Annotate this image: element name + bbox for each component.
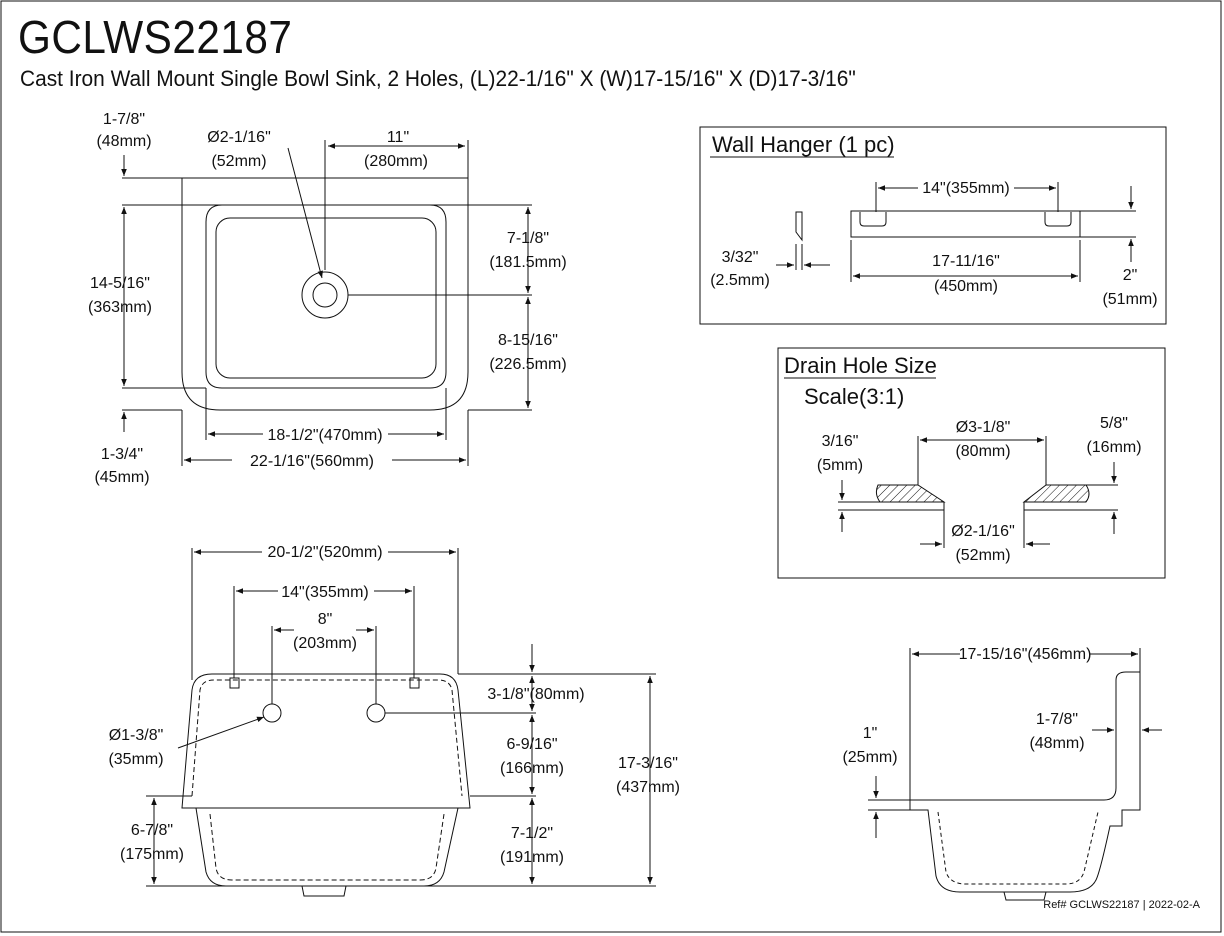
drain-section-right: [1022, 484, 1090, 503]
hanger-slot-right: [1044, 212, 1072, 227]
dim-label: (226.5mm): [489, 356, 566, 373]
front-view: [146, 548, 656, 897]
dim-label: (25mm): [842, 749, 897, 766]
dim-label: (175mm): [120, 846, 184, 863]
dim-label: 17-3/16": [618, 755, 678, 772]
dim-label: (166mm): [500, 760, 564, 777]
drain-hole-frame: [777, 347, 1166, 579]
dim-label: Ø2-1/16": [207, 129, 271, 146]
reference-number: Ref# GCLWS22187 | 2022-02-A: [1043, 899, 1200, 911]
hanger-bar: [850, 210, 1081, 238]
dim-label: (52mm): [211, 153, 266, 170]
dim-label: 7-1/8": [507, 230, 549, 247]
wall-hanger-frame: [699, 126, 1167, 325]
dim-label: (52mm): [955, 547, 1010, 564]
front-body: [181, 673, 471, 809]
dim-label: (437mm): [616, 779, 680, 796]
dim-label: 14"(355mm): [922, 180, 1009, 197]
leader-hole-dia: [177, 716, 265, 749]
drain-hole-panel: [777, 347, 1166, 579]
dim-label: 8-15/16": [498, 332, 558, 349]
dim-label: 3/16": [822, 433, 859, 450]
dim-label: 17-11/16": [932, 253, 1000, 270]
dim-label: 1-3/4": [101, 446, 143, 463]
dim-label: 14-5/16": [90, 275, 150, 292]
dim-label: (280mm): [364, 153, 428, 170]
drain-hole-title: Drain Hole Size: [784, 353, 937, 378]
dim-label: 5/8": [1100, 415, 1128, 432]
drain-inner: [312, 282, 338, 308]
dim-label: 6-7/8": [131, 822, 173, 839]
dim-label: 11": [387, 129, 409, 146]
product-description: Cast Iron Wall Mount Single Bowl Sink, 2…: [20, 66, 856, 91]
dim-label: 6-9/16": [506, 736, 557, 753]
dim-label: (203mm): [293, 635, 357, 652]
drain-outer: [301, 271, 349, 319]
drain-section-left: [875, 484, 946, 503]
front-hole-right: [366, 703, 386, 723]
dim-label: (363mm): [88, 299, 152, 316]
dim-label: (191mm): [500, 849, 564, 866]
top-view: [121, 140, 532, 466]
dim-label: (48mm): [96, 133, 151, 150]
dim-label: 14"(355mm): [281, 584, 368, 601]
dim-label: (181.5mm): [489, 254, 566, 271]
wall-hanger-title: Wall Hanger (1 pc): [712, 132, 895, 157]
front-bowl: [195, 807, 459, 887]
dim-label: (45mm): [94, 469, 149, 486]
dim-label: 1": [863, 725, 878, 742]
drain-hole-scale: Scale(3:1): [804, 384, 904, 409]
sink-outline: [181, 177, 469, 411]
dim-label: 20-1/2"(520mm): [267, 544, 382, 561]
dim-label: (2.5mm): [710, 272, 770, 289]
dim-label: (35mm): [108, 751, 163, 768]
dim-label: Ø2-1/16": [951, 523, 1015, 540]
dim-label: 3/32": [722, 249, 759, 266]
dim-label: Ø3-1/8": [956, 419, 1011, 436]
side-view: [868, 648, 1162, 901]
dim-label: (16mm): [1086, 439, 1141, 456]
dim-label: (51mm): [1102, 291, 1157, 308]
dim-label: 22-1/16"(560mm): [250, 453, 374, 470]
leader-hole-dia: [287, 147, 323, 279]
front-drain: [301, 885, 347, 897]
hanger-slot-left: [859, 212, 887, 227]
dim-label: 7-1/2": [511, 825, 553, 842]
dim-label: 1-7/8": [1036, 711, 1078, 728]
side-body: [909, 671, 1141, 893]
dim-label: Ø1-3/8": [109, 727, 164, 744]
dim-label: (48mm): [1029, 735, 1084, 752]
dim-label: 18-1/2"(470mm): [267, 427, 382, 444]
dim-label: 8": [318, 611, 333, 628]
dim-label: 2": [1123, 267, 1138, 284]
front-hidden-edge: [191, 679, 463, 797]
side-drain: [1003, 891, 1047, 901]
front-bowl-hidden: [209, 813, 445, 881]
dim-label: 3-1/8"(80mm): [487, 686, 584, 703]
hanger-side-profile: [795, 211, 803, 242]
bowl-inner: [215, 217, 437, 379]
side-hidden-edge: [937, 811, 1099, 885]
dim-label: 17-15/16"(456mm): [959, 646, 1092, 663]
dim-label: (450mm): [934, 278, 998, 295]
dim-label: 1-7/8": [103, 111, 145, 128]
model-number: GCLWS22187: [18, 11, 293, 63]
dim-label: (80mm): [955, 443, 1010, 460]
dim-label: (5mm): [817, 457, 863, 474]
front-hole-left: [262, 703, 282, 723]
bowl-outer: [205, 204, 447, 389]
